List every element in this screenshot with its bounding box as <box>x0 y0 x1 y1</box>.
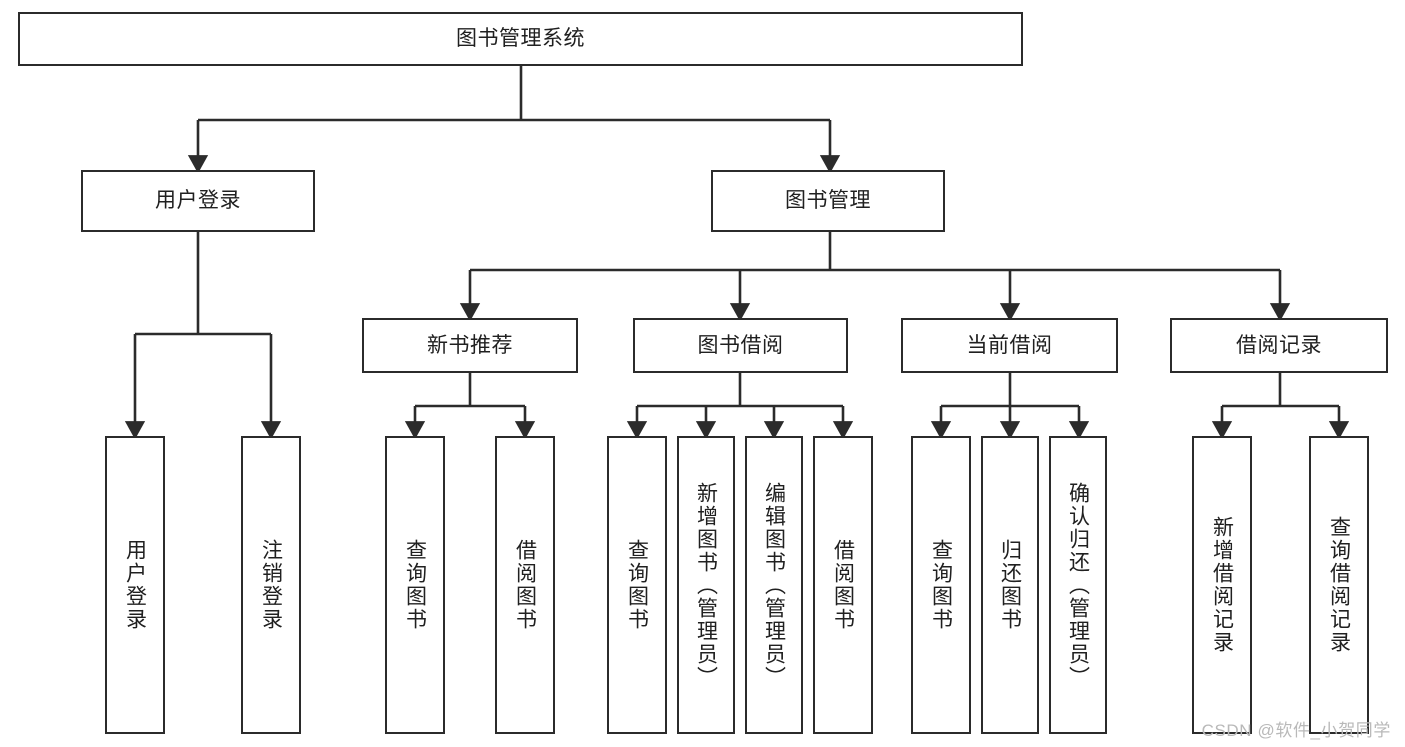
node-label: 归还图书 <box>998 539 1022 631</box>
node-current-borrow[interactable]: 当前借阅 <box>901 318 1118 373</box>
node-label: 新书推荐 <box>427 333 513 357</box>
node-leaf-confirm-return-admin[interactable]: 确认归还（管理员） <box>1049 436 1107 734</box>
node-book-borrow[interactable]: 图书借阅 <box>633 318 848 373</box>
node-borrow-record[interactable]: 借阅记录 <box>1170 318 1388 373</box>
node-leaf-borrow-book[interactable]: 借阅图书 <box>813 436 873 734</box>
node-label: 查询图书 <box>929 539 953 631</box>
node-book-management[interactable]: 图书管理 <box>711 170 945 232</box>
node-label: 新增借阅记录 <box>1210 516 1234 654</box>
node-new-book-recommend[interactable]: 新书推荐 <box>362 318 578 373</box>
node-label: 当前借阅 <box>966 333 1053 357</box>
node-label: 借阅记录 <box>1236 333 1322 357</box>
node-leaf-query-book-current[interactable]: 查询图书 <box>911 436 971 734</box>
watermark-text: CSDN @软件_小贺同学 <box>1201 721 1391 740</box>
node-leaf-query-book-recommend[interactable]: 查询图书 <box>385 436 445 734</box>
node-label: 查询借阅记录 <box>1327 516 1351 654</box>
node-label: 借阅图书 <box>831 539 855 631</box>
node-label: 图书管理系统 <box>456 27 585 51</box>
node-root-system[interactable]: 图书管理系统 <box>18 12 1023 66</box>
node-leaf-query-borrow-record[interactable]: 查询借阅记录 <box>1309 436 1369 734</box>
node-leaf-user-login[interactable]: 用户登录 <box>105 436 165 734</box>
node-label: 图书借阅 <box>697 333 784 357</box>
node-label: 用户登录 <box>155 189 241 213</box>
node-label: 查询图书 <box>625 539 649 631</box>
node-label: 查询图书 <box>403 539 427 631</box>
node-label: 用户登录 <box>123 539 147 631</box>
node-label: 注销登录 <box>259 539 283 631</box>
node-label: 确认归还（管理员） <box>1066 481 1090 689</box>
node-leaf-borrow-book-recommend[interactable]: 借阅图书 <box>495 436 555 734</box>
node-label: 借阅图书 <box>513 539 537 631</box>
node-leaf-logout[interactable]: 注销登录 <box>241 436 301 734</box>
node-leaf-add-borrow-record[interactable]: 新增借阅记录 <box>1192 436 1252 734</box>
node-leaf-edit-book-admin[interactable]: 编辑图书（管理员） <box>745 436 803 734</box>
node-user-login[interactable]: 用户登录 <box>81 170 315 232</box>
node-label: 图书管理 <box>785 189 871 213</box>
node-label: 编辑图书（管理员） <box>762 481 786 689</box>
node-label: 新增图书（管理员） <box>694 481 718 689</box>
node-leaf-return-book[interactable]: 归还图书 <box>981 436 1039 734</box>
node-leaf-query-book-borrow[interactable]: 查询图书 <box>607 436 667 734</box>
node-leaf-add-book-admin[interactable]: 新增图书（管理员） <box>677 436 735 734</box>
